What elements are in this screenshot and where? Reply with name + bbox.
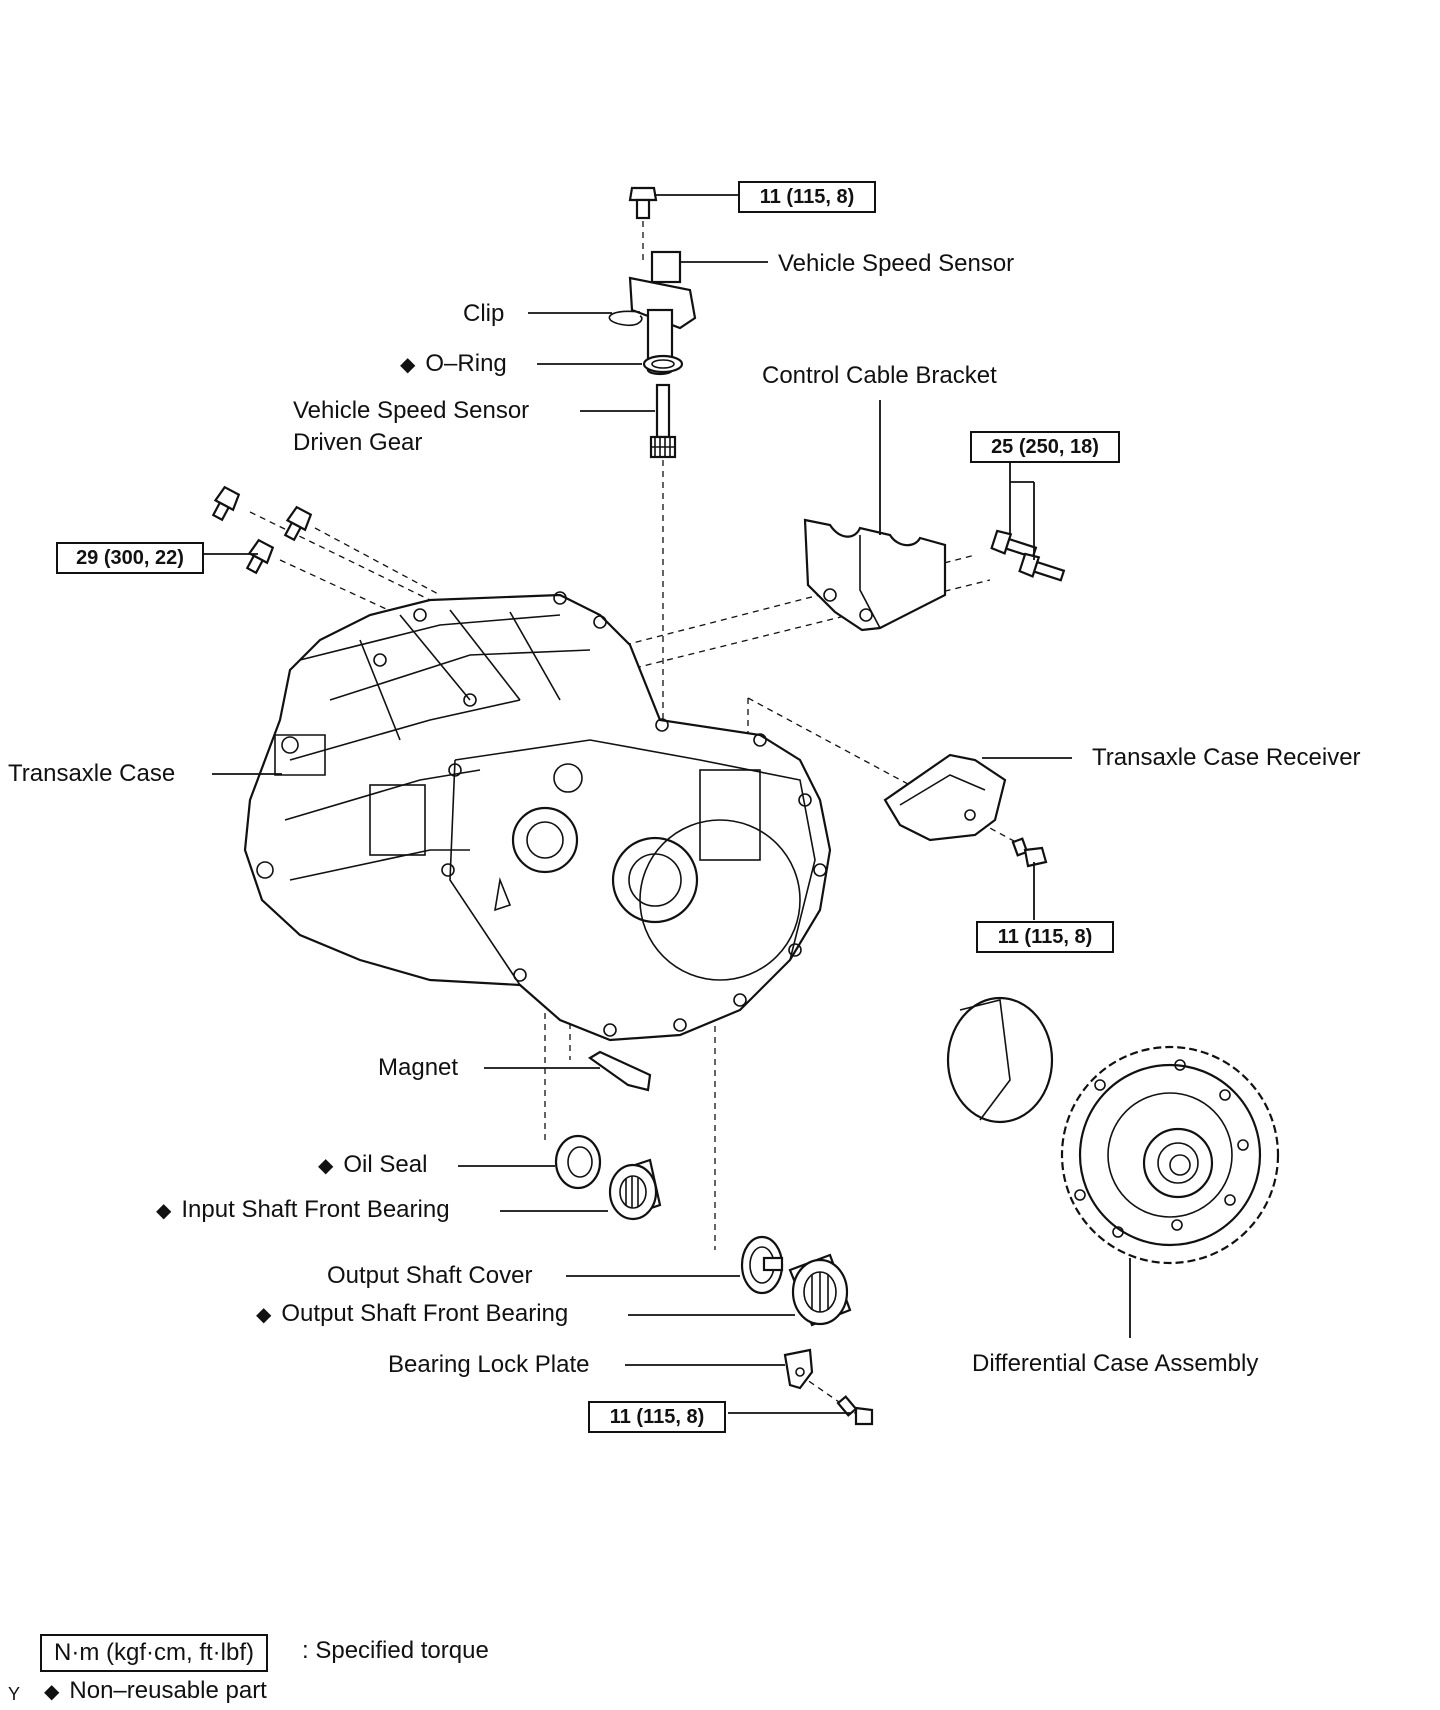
torque-box-sensor-bolt: 11 (115, 8) — [738, 181, 876, 213]
transaxle-case-drawing — [243, 591, 832, 1042]
label-magnet: Magnet — [378, 1054, 459, 1081]
label-vehicle-speed-sensor: Vehicle Speed Sensor — [778, 250, 1015, 277]
vehicle-speed-sensor-drawing — [628, 250, 697, 376]
bracket-bolts-drawing — [990, 529, 1066, 582]
label-bearing-lock-plate: Bearing Lock Plate — [388, 1351, 590, 1378]
label-input-shaft-front-bearing: ◆ Input Shaft Front Bearing — [156, 1196, 450, 1225]
sensor-bolt-drawing — [628, 186, 658, 220]
label-oil-seal: ◆ Oil Seal — [318, 1151, 427, 1180]
output-shaft-cover-drawing — [740, 1235, 784, 1295]
case-bolts-drawing — [211, 485, 313, 575]
label-driven-gear-line2: Driven Gear — [293, 429, 423, 456]
lock-plate-bolt-drawing — [836, 1395, 874, 1426]
receiver-bolt-drawing — [1011, 837, 1048, 868]
bearing-lock-plate-drawing — [783, 1348, 814, 1390]
torque-box-lock-plate-bolt: 11 (115, 8) — [588, 1401, 726, 1433]
torque-box-bracket-bolts: 25 (250, 18) — [970, 431, 1120, 463]
input-shaft-bearing-text: Input Shaft Front Bearing — [181, 1196, 450, 1223]
label-output-shaft-cover: Output Shaft Cover — [327, 1262, 533, 1289]
o-ring-text: O–Ring — [425, 350, 507, 377]
nonreusable-marker: ◆ — [156, 1200, 172, 1222]
control-cable-bracket-drawing — [803, 518, 947, 632]
legend-torque-unit-box: N·m (kgf·cm, ft·lbf) — [40, 1634, 268, 1672]
transaxle-case-receiver-drawing — [883, 753, 1007, 842]
label-transaxle-case-receiver: Transaxle Case Receiver — [1092, 744, 1361, 771]
nonreusable-marker: ◆ — [318, 1155, 334, 1177]
o-ring-drawing — [642, 354, 684, 374]
label-driven-gear-line1: Vehicle Speed Sensor — [293, 397, 530, 424]
clip-drawing — [608, 310, 643, 327]
driven-gear-drawing — [649, 383, 677, 459]
label-control-cable-bracket: Control Cable Bracket — [762, 362, 997, 389]
nonreusable-marker: ◆ — [256, 1304, 272, 1326]
oil-seal-text: Oil Seal — [343, 1151, 428, 1178]
nonreusable-marker: ◆ — [44, 1681, 60, 1703]
differential-case-drawing — [946, 996, 1280, 1265]
output-shaft-bearing-text: Output Shaft Front Bearing — [281, 1300, 569, 1327]
magnet-drawing — [587, 1050, 652, 1092]
corner-mark: Y — [8, 1684, 21, 1704]
label-o-ring: ◆ O–Ring — [400, 350, 507, 379]
label-differential-case-assembly: Differential Case Assembly — [972, 1350, 1259, 1377]
label-output-shaft-front-bearing: ◆ Output Shaft Front Bearing — [256, 1300, 568, 1329]
torque-box-case-bolts: 29 (300, 22) — [56, 542, 204, 574]
legend-nonreusable: ◆ Non–reusable part — [44, 1676, 267, 1707]
input-shaft-bearing-drawing — [608, 1158, 662, 1221]
torque-box-receiver-bolt: 11 (115, 8) — [976, 921, 1114, 953]
nonreusable-text: Non–reusable part — [69, 1677, 267, 1704]
label-transaxle-case: Transaxle Case — [8, 760, 176, 787]
leader-lines — [202, 194, 1131, 1414]
label-clip: Clip — [463, 300, 505, 327]
nonreusable-marker: ◆ — [400, 354, 416, 376]
legend-torque-desc: : Specified torque — [302, 1637, 489, 1664]
oil-seal-drawing — [554, 1134, 602, 1190]
output-shaft-bearing-drawing — [788, 1253, 852, 1327]
